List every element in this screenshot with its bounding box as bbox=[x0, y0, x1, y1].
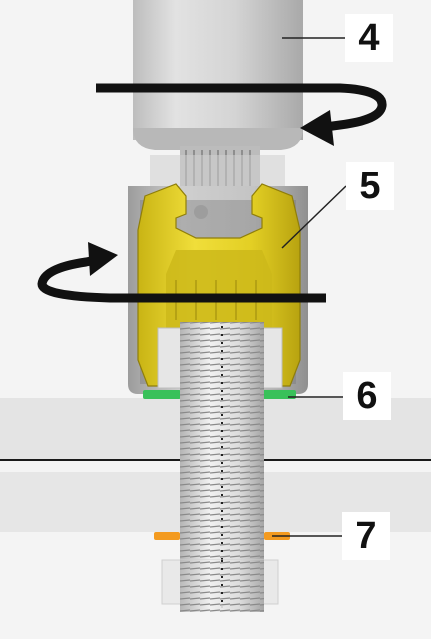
callout-5: 5 bbox=[346, 162, 394, 210]
drive-rotation-arrow bbox=[96, 83, 387, 133]
leader-line-5 bbox=[281, 185, 347, 249]
callout-6: 6 bbox=[343, 372, 391, 420]
orange-washer-left bbox=[154, 532, 180, 540]
green-washer-left bbox=[143, 390, 181, 399]
drive-cylinder bbox=[133, 0, 303, 140]
socket-rotation-arrowhead bbox=[88, 242, 118, 276]
socket-rotation-arrow bbox=[37, 255, 326, 303]
yellow-insert-cavity bbox=[166, 250, 272, 330]
drive-cylinder-rim bbox=[133, 128, 303, 150]
shaft-pin bbox=[194, 205, 208, 219]
callout-7: 7 bbox=[342, 512, 390, 560]
callout-4: 4 bbox=[345, 14, 393, 62]
green-washer-right bbox=[258, 390, 296, 399]
drive-rotation-arrowhead bbox=[300, 110, 334, 146]
